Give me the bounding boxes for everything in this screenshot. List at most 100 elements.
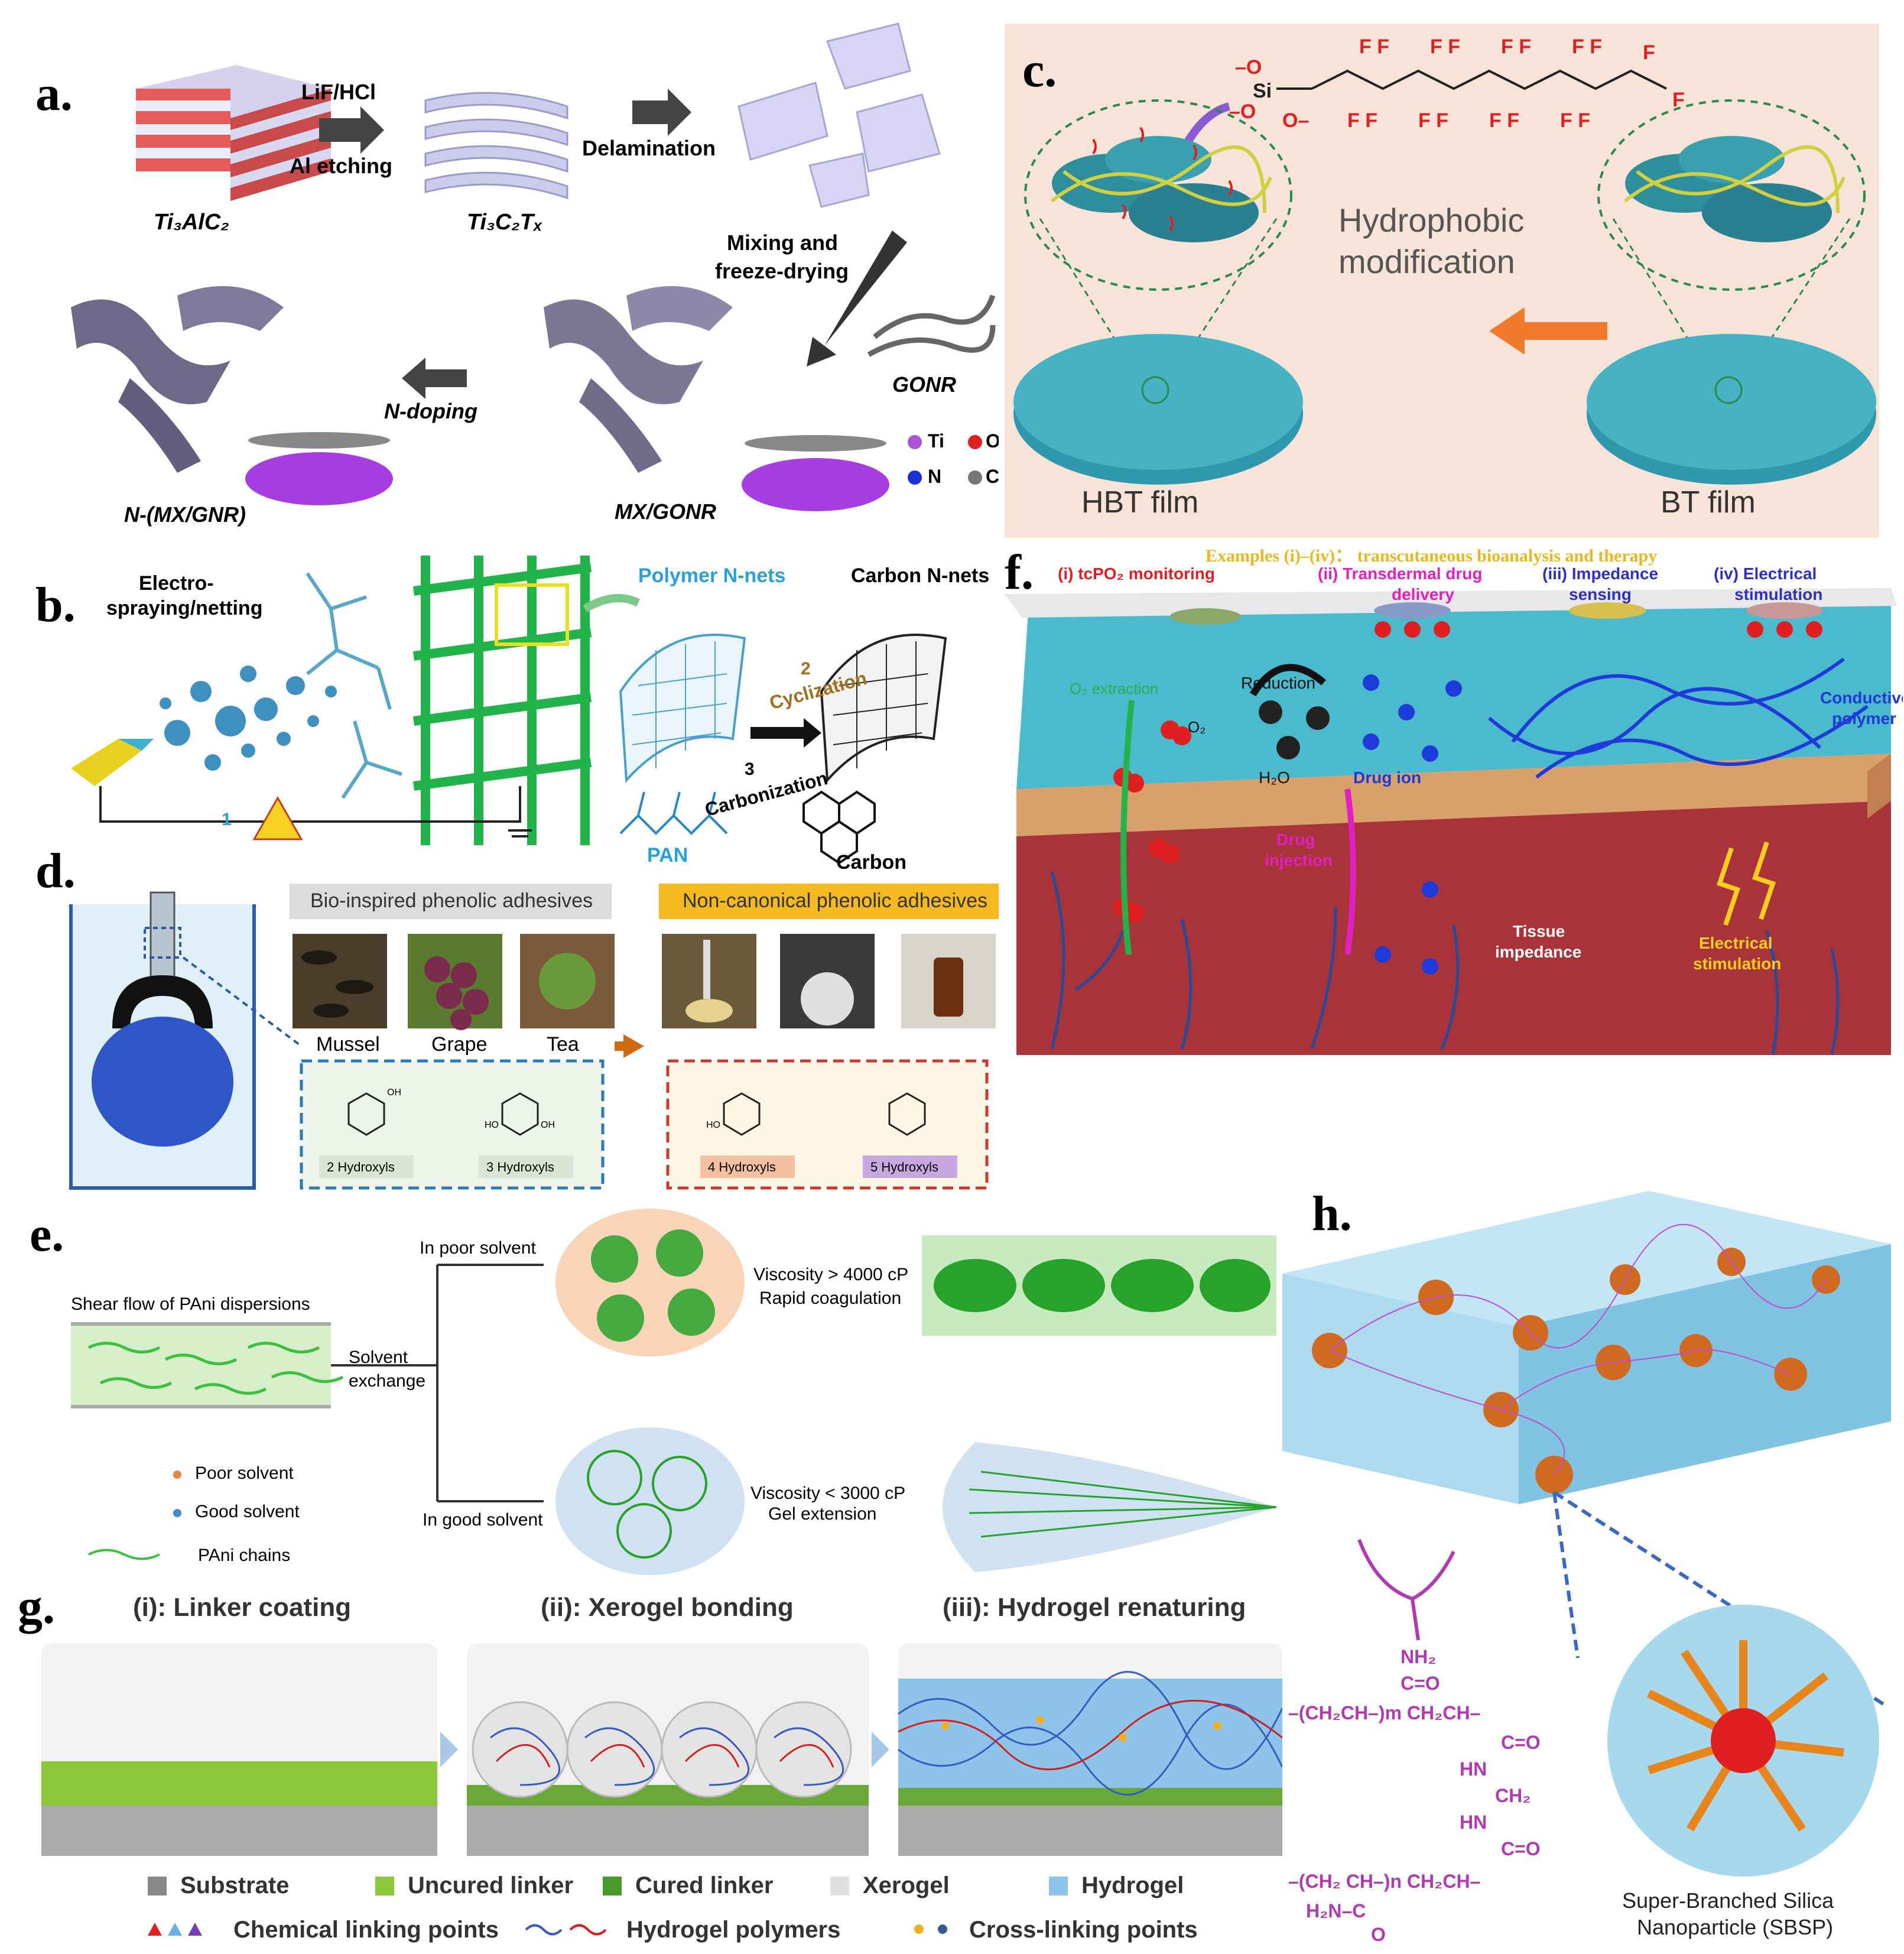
g-legend-substrate: Substrate [180, 1872, 290, 1898]
conductive-polymer-chains [1488, 657, 1869, 779]
f-electrical: Electrical [1699, 934, 1773, 952]
d-orange-arrow [615, 1041, 626, 1051]
b-carbon: Carbon [836, 851, 906, 869]
panel-h-label: h. [1312, 1186, 1352, 1241]
d-header-left: Bio-inspired phenolic adhesives [310, 890, 593, 912]
swatch-xerogel [830, 1877, 849, 1895]
b-step-2: 2 [801, 659, 811, 679]
panel-a: a. [0, 0, 999, 532]
sbsp-particles [1312, 1248, 1840, 1494]
h-chem-o: O [1371, 1924, 1386, 1945]
g-arrow-1 [440, 1732, 458, 1767]
svg-text:F F: F F [1560, 109, 1590, 132]
panel-e: e. Shear flow of PAni [0, 1206, 1288, 1584]
f-item-ii-2: delivery [1392, 585, 1454, 603]
d-ho-label-1: HO [485, 1120, 499, 1130]
reduction-arrow [1249, 664, 1326, 697]
e-exchange: exchange [349, 1371, 426, 1391]
material-mx-gonr: MX/GONR [615, 499, 717, 524]
mx-gonr-cluster [544, 286, 889, 511]
arrow-etching [319, 106, 384, 154]
polymer-n-net-sheet [619, 634, 746, 783]
b-pan: PAN [647, 844, 688, 866]
swatch-linking-points [148, 1923, 202, 1936]
mxene-sheets [424, 92, 568, 200]
f-polymer: polymer [1832, 709, 1896, 728]
poor-solvent-drop [555, 1209, 745, 1356]
pan-structure [619, 791, 728, 835]
shear-flow-channel [71, 1324, 331, 1407]
d-4-hydroxyls: 4 Hydroxyls [708, 1160, 776, 1174]
hydrogel-layer [1016, 606, 1891, 789]
g-legend-hydrogel: Hydrogel [1081, 1872, 1184, 1898]
step-al-etching: Al etching [290, 154, 393, 178]
panel-b-label: b. [35, 577, 76, 632]
h-chem-nh2: NH₂ [1401, 1646, 1437, 1667]
e-viscosity-high: Viscosity > 4000 cP [753, 1265, 909, 1284]
g-legend-crosslinking: Cross-linking points [969, 1917, 1198, 1943]
svg-text:F: F [1643, 41, 1655, 64]
h-caption-2: Nanoparticle (SBSP) [1637, 1915, 1834, 1939]
branched-nanonets [306, 572, 402, 799]
h-chem-chain-m: –(CH₂CH–)m CH₂CH– [1288, 1702, 1481, 1723]
e-poor-solvent-branch: In poor solvent [420, 1238, 536, 1258]
phenol-rings [347, 1092, 926, 1136]
header-bio-inspired [290, 884, 612, 919]
panel-a-graphic [71, 22, 996, 511]
swatch-hydrogel [1049, 1877, 1068, 1895]
ti-atom-dot [908, 435, 922, 449]
panel-d: d. [0, 839, 999, 1206]
g-legend-uncured: Uncured linker [408, 1872, 574, 1898]
e-legend-good: Good solvent [195, 1502, 300, 1521]
c-hydrophobic: Hydrophobic [1338, 202, 1525, 239]
fluorosilane-molecule [1276, 69, 1667, 90]
e-legend-poor: Poor solvent [195, 1463, 294, 1483]
f-drug-ion: Drug ion [1353, 768, 1422, 787]
g-legend-xerogel: Xerogel [863, 1872, 950, 1898]
water-molecules [1259, 700, 1330, 759]
panel-f: f. Examples (i)–(iv)： transcutaneous bio… [1005, 541, 1903, 1076]
electrode-iii [1569, 602, 1646, 619]
carbon-structure [802, 790, 876, 865]
b-polymer-n-nets: Polymer N-nets [638, 564, 786, 587]
kettlebell-handle [112, 975, 213, 1028]
c-oxygen-3: O– [1282, 109, 1309, 132]
material-n-mx-gnr: N-(MX/GNR) [124, 502, 246, 527]
d-mussel: Mussel [316, 1033, 380, 1056]
n-mx-gnr-cluster [71, 286, 393, 505]
f-tissue: Tissue [1513, 922, 1565, 940]
panel-d-label: d. [35, 843, 76, 898]
f-impedance: impedance [1495, 943, 1582, 961]
b-carbon-n-nets: Carbon N-nets [851, 564, 990, 587]
e-good-solvent-branch: In good solvent [423, 1510, 543, 1530]
f-reduction: Reduction [1241, 674, 1316, 692]
poor-solvent-dot [173, 1471, 181, 1479]
f-drug: Drug [1276, 830, 1315, 849]
d-ho-label-2: HO [706, 1120, 720, 1130]
e-shear-flow: Shear flow of PAni dispersions [71, 1294, 310, 1314]
c-hbt-film: HBT film [1081, 485, 1199, 520]
bt-fiber-zoom [1597, 99, 1866, 391]
panel-e-label: e. [30, 1207, 64, 1262]
stimulation-bolts [1716, 841, 1776, 926]
charge-markers [1375, 621, 1822, 638]
spray-nozzle [71, 739, 142, 786]
e-viscosity-low: Viscosity < 3000 cP [750, 1484, 906, 1503]
e-rapid-coagulation: Rapid coagulation [759, 1288, 902, 1308]
b-electrospraying-1: Electro- [139, 572, 214, 595]
step-freeze-drying: freeze-drying [715, 259, 849, 283]
legend-o: O [986, 430, 999, 452]
step-lif-hcl: LiF/HCl [301, 80, 376, 104]
hbt-fiber-zoom [1024, 99, 1292, 391]
h-chem-chain-n: –(CH₂ CH–)n CH₂CH– [1288, 1871, 1481, 1892]
swatch-crosslink-yellow [914, 1924, 924, 1934]
material-gonr: GONR [892, 372, 956, 397]
arrow-mixing [807, 231, 907, 366]
g-step-ii: (ii): Xerogel bonding [541, 1593, 794, 1622]
delaminated-flakes [737, 22, 941, 208]
b-step-3: 3 [745, 759, 755, 779]
conversion-arrow [750, 718, 821, 748]
svg-text:F F: F F [1489, 109, 1519, 132]
d-tea: Tea [547, 1033, 579, 1056]
